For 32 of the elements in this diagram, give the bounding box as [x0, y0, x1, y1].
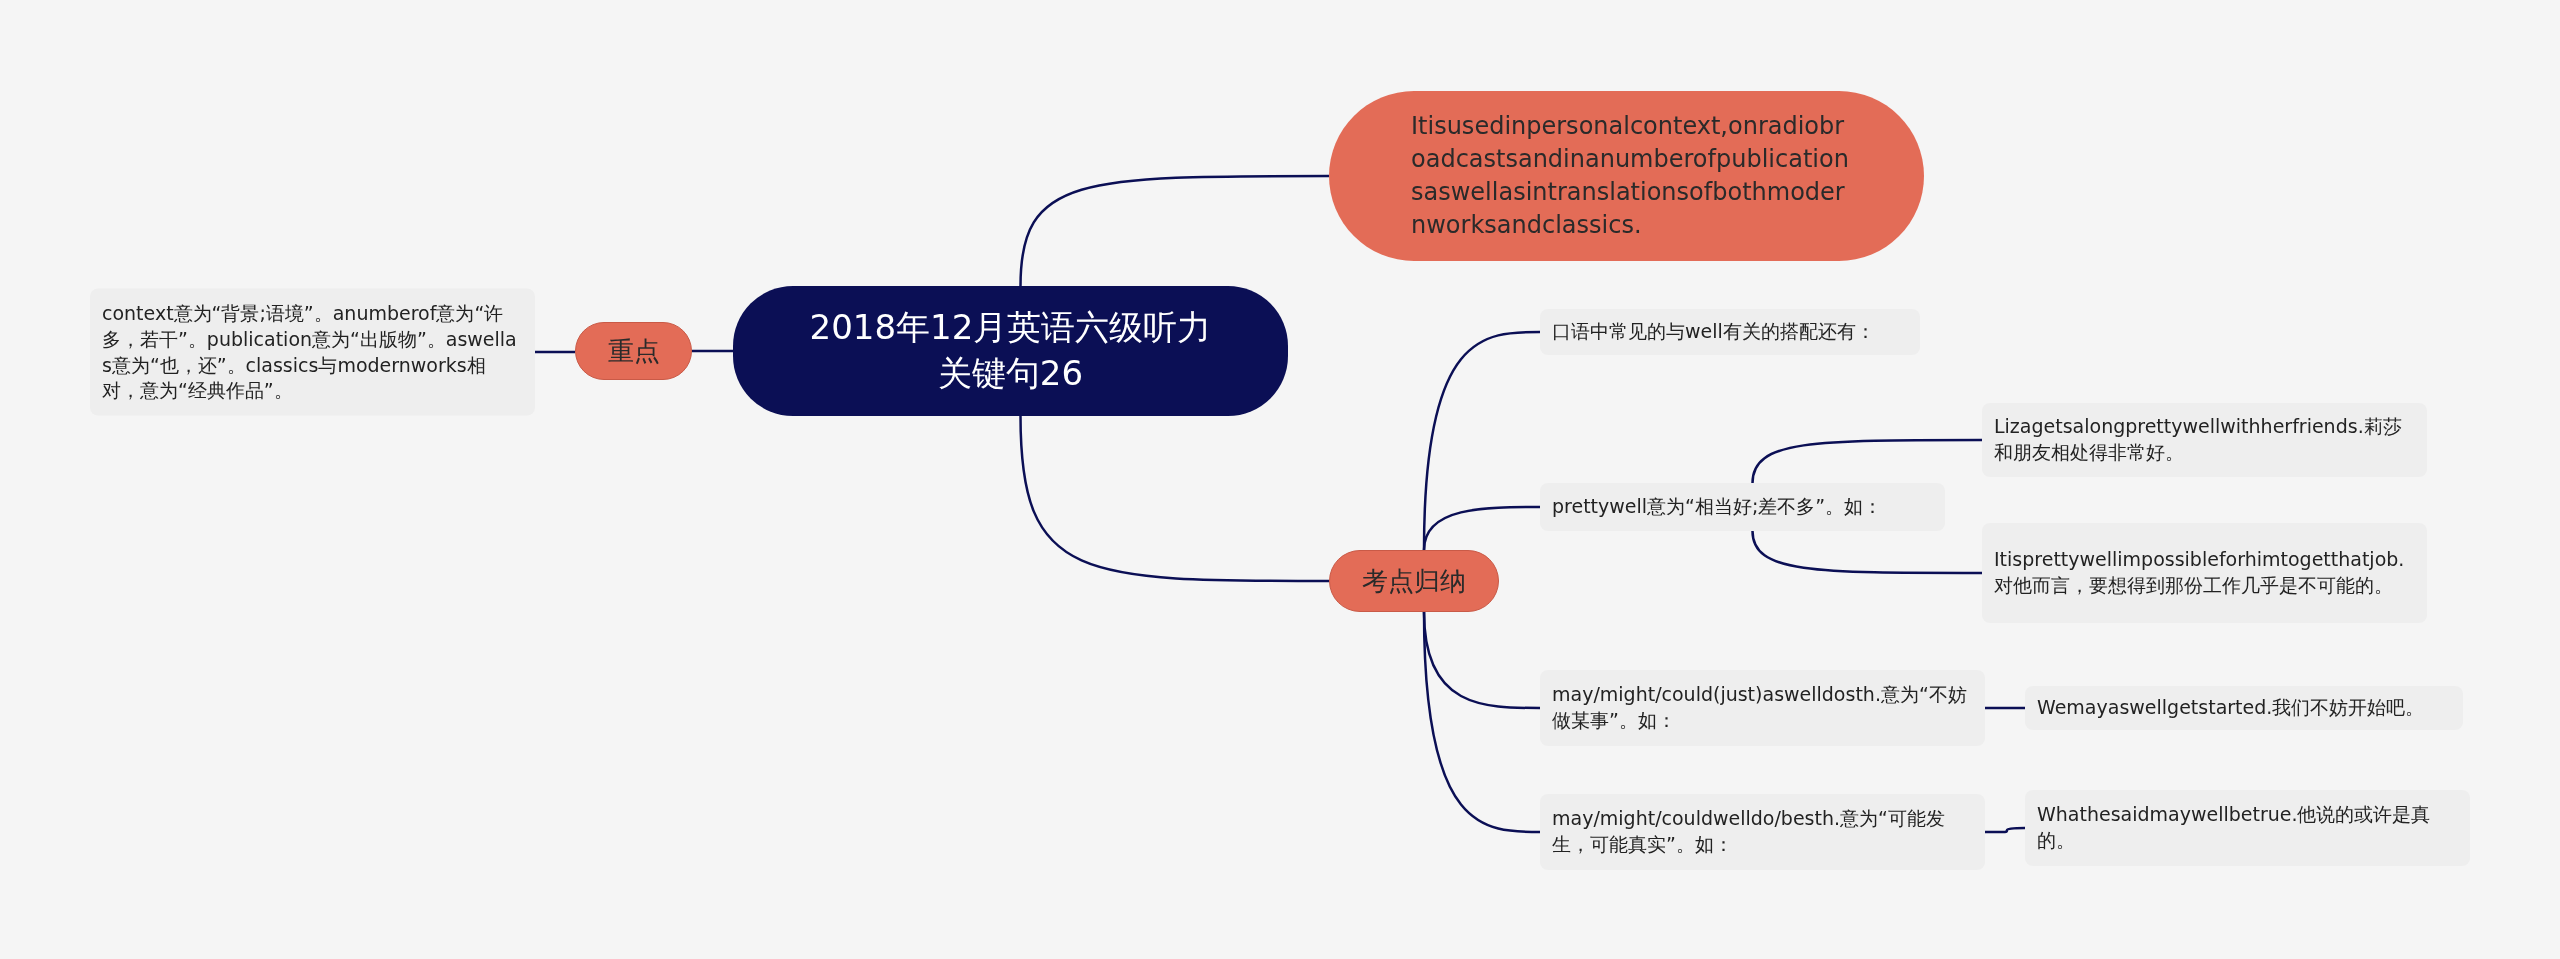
node-text: prettywell意为“相当好;差不多”。如：: [1552, 494, 1883, 520]
connector-line: [1751, 530, 1982, 575]
node-text: Whathesaidmaywellbetrue.他说的或许是真的。: [2037, 802, 2432, 853]
text-card: [1540, 670, 1985, 746]
text-card: [1540, 309, 1920, 355]
connector-line: [1019, 415, 1329, 583]
node-text: Itisusedinpersonalcontext,onradiobroadcastsandinanumberofpublicationsaswellasintranslationsofbothmodernworksandclassics.: [1411, 110, 1850, 242]
node-text: 2018年12月英语六级听力关键句26: [808, 306, 1213, 395]
connector-line: [1985, 706, 2025, 710]
text-card: [1540, 794, 1985, 870]
connector-line: [1422, 505, 1540, 551]
text-card: [2025, 686, 2463, 730]
connector-line: [1422, 611, 1540, 834]
text-card: [1982, 523, 2427, 623]
connector-line: [1751, 438, 1982, 484]
connector-line: [1019, 174, 1329, 287]
node-text: 考点归纳: [1362, 564, 1466, 598]
text-card: [90, 288, 535, 416]
node-text: Wemayaswellgetstarted.我们不妨开始吧。: [2037, 695, 2425, 721]
text-card: [2025, 790, 2470, 866]
connector-line: [1985, 826, 2025, 834]
node-text: context意为“背景;语境”。anumberof意为“许多，若干”。publication意为“出版物”。aswellas意为“也，还”。classics与modernworks相对，意为“经典作品”。: [102, 300, 518, 403]
node-text: may/might/could(just)aswelldosth.意为“不妨做某事”。如：: [1552, 682, 1968, 733]
node-text: 重点: [607, 334, 660, 368]
text-card: [1982, 403, 2427, 477]
node-text: Itisprettywellimpossibleforhimtogetthatjob.对他而言，要想得到那份工作几乎是不可能的。: [1994, 547, 2406, 598]
connector-line: [692, 349, 733, 353]
node-text: may/might/couldwelldo/besth.意为“可能发生，可能真实”。如：: [1552, 806, 1946, 857]
node-text: Lizagetsalongprettywellwithherfriends.莉莎和朋友相处得非常好。: [1994, 414, 2403, 465]
text-card: [1540, 483, 1945, 531]
node-text: 口语中常见的与well有关的搭配还有：: [1552, 319, 1875, 345]
connector-line: [535, 350, 575, 354]
